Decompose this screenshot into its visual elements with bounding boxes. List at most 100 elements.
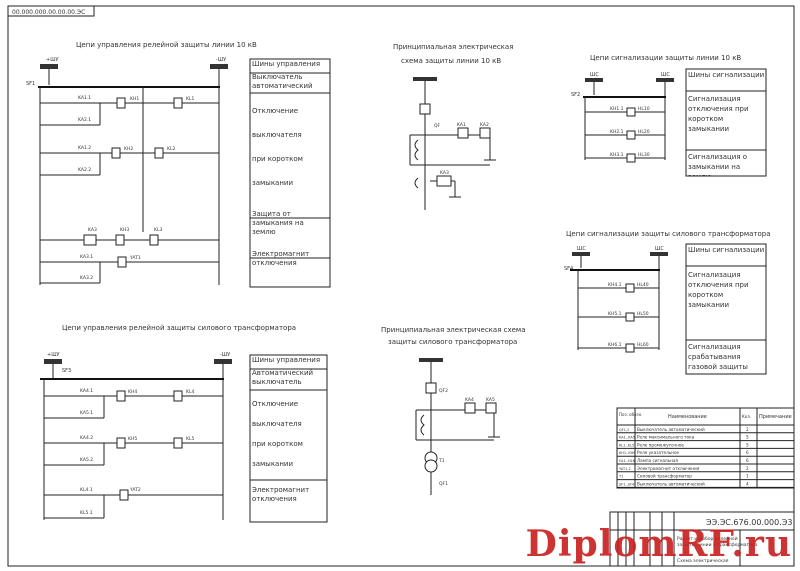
line10-table [249, 58, 331, 288]
trctl-r1: KH4 [128, 389, 137, 395]
label-kl1: KL1 [186, 96, 194, 102]
title-block: ЭЭ.ЭС.676.00.000.Э3 Расчет и выбор релей… [609, 511, 795, 567]
trctl-c6: KL5.1 [80, 510, 93, 516]
schem10-title2: схема защиты линии 10 кВ [401, 57, 501, 65]
spec-cell: 2 [746, 466, 749, 471]
schem10-title1: Принципиальная электрическая [393, 43, 513, 51]
contact-ka12: KA1.2 [78, 145, 91, 151]
spec-h1: Поз. обозн. [619, 412, 643, 417]
sigtr-bus-right: ШС [655, 246, 664, 252]
relay-kl2 [154, 147, 164, 159]
contact-ka21: KA2.1 [78, 117, 91, 123]
spec-h3: Кол. [742, 414, 751, 419]
bus-right-label: -ШУ [216, 57, 226, 63]
spec-cell: 5 [746, 442, 749, 447]
sigtr-lamp-2: HL50 [637, 311, 649, 317]
spec-cell: Реле максимального тока [637, 435, 695, 440]
label-ka3: KA3 [88, 227, 97, 233]
schem10-ka2-label: KA2 [480, 122, 489, 128]
trctl-r4: KL5 [186, 436, 194, 442]
spec-cell: SF1..SF4 [619, 482, 635, 486]
spec-cell: QF1,2 [619, 428, 629, 432]
trctl-qf: SF3 [62, 368, 71, 374]
contact-ka32: KA3.2 [80, 275, 93, 281]
contact-ka31: KA3.1 [80, 254, 93, 260]
trctl-r5: YAT2 [129, 487, 141, 493]
current-transformer [414, 139, 419, 161]
relay-yat1 [117, 256, 127, 268]
trctl-bus-left: +ШУ [47, 352, 60, 358]
sigtr-row-3: KH6.1 [608, 342, 622, 348]
spec-cell: 4 [746, 481, 749, 486]
qf-label: SF1 [26, 81, 35, 87]
line10-title: Цепи управления релейной защиты линии 10… [76, 41, 257, 49]
label-kl2: KL2 [167, 146, 175, 152]
schemtr-t1: T1 [438, 458, 445, 464]
spec-cell: 5 [746, 435, 749, 440]
relay-ka3 [83, 234, 97, 246]
sig10-row-3: KH3.1 [610, 152, 624, 158]
schem10-ka3-label: KA3 [440, 170, 449, 176]
spec-cell: Лампа сигнальная [637, 458, 678, 463]
watermark-logo: DiplomRF.ru [525, 523, 792, 565]
panel-sig10: Цепи сигнализации защиты линии 10 кВ ШС … [571, 54, 767, 177]
bus-left-terminal [40, 64, 58, 69]
title-line1: Расчет и выбор релейной [677, 535, 738, 542]
sig10-bus-right: ШС [661, 72, 670, 78]
spec-h4: Примечание [759, 414, 792, 420]
sig10-row-1: KH1.1 [610, 106, 624, 112]
spec-cell: 2 [746, 427, 749, 432]
bus-left-label: +ШУ [46, 57, 59, 63]
sigtr-qf: SF4 [564, 266, 573, 272]
schem10-bus [413, 77, 437, 81]
spec-cell: Реле промежуточное [637, 442, 684, 447]
spec-cell: KL1..KL5 [619, 443, 634, 447]
sigtr-table: Шины сигнализации Сигнализация отключени… [688, 246, 764, 371]
spec-cell: 6 [746, 450, 749, 455]
relay-kh2 [111, 147, 121, 159]
spec-cell: Выключатель автоматический [637, 481, 705, 486]
label-kh1: KH1 [130, 96, 139, 102]
spec-cell: Силовой трансформатор [637, 474, 692, 479]
spec-cell: T1 [618, 475, 623, 479]
sig10-lamp-2: HL20 [638, 129, 650, 135]
title-bottom: Схема электрическая [677, 558, 729, 564]
label-kl3: KL3 [154, 227, 162, 233]
sigtr-lamp-3: HL60 [637, 342, 649, 348]
spec-cell: 1 [746, 474, 749, 479]
line10-table-text: Шины управления Выключатель автоматическ… [252, 60, 320, 267]
label-kh3: KH3 [120, 227, 129, 233]
sheet-frame [7, 5, 795, 567]
schem10-qf [419, 103, 431, 115]
title-code: ЭЭ.ЭС.676.00.000.Э3 [706, 518, 792, 527]
schem10-ka1-label: KA1 [457, 122, 466, 128]
sig10-lamp-3: HL30 [638, 152, 650, 158]
spec-cell: HL1..HL6 [619, 459, 635, 463]
panel-schem10: Принципиальная электрическая схема защит… [393, 43, 513, 210]
schemtr-qf1: QF1 [439, 481, 448, 487]
schemtr-qf2: QF2 [439, 388, 448, 394]
schemtr-ka5: KA5 [486, 397, 495, 403]
contact-ka22: KA2.2 [78, 167, 91, 173]
schemtr-title1: Принципиальная электрическая схема [381, 326, 526, 334]
panel-trctl: Цепи управления релейной защиты силового… [40, 324, 328, 523]
trctl-title: Цепи управления релейной защиты силового… [62, 324, 296, 332]
sigtr-row-2: KH5.1 [608, 311, 622, 317]
trctl-c4: KA5.2 [80, 457, 93, 463]
label-yat1: YAT1 [129, 255, 141, 261]
spec-cell: Реле указательное [637, 450, 680, 455]
trctl-c1: KA4.1 [80, 388, 93, 394]
relay-kl1 [173, 97, 183, 109]
relay-kh3 [115, 234, 125, 246]
sigtr-lamp-1: HL40 [637, 282, 649, 288]
relay-kh1 [116, 97, 126, 109]
label-kh2: KH2 [124, 146, 133, 152]
sig10-bus-left: ШС [590, 72, 599, 78]
schemtr-title2: защиты силового трансформатора [388, 338, 517, 346]
panel-sigtr: Цепи сигнализации защиты силового трансф… [564, 230, 771, 375]
trctl-r2: KL4 [186, 389, 194, 395]
sigtr-title: Цепи сигнализации защиты силового трансф… [566, 230, 771, 238]
spec-cell: YAT1,2 [619, 467, 631, 471]
sigtr-row-1: KH4.1 [608, 282, 622, 288]
